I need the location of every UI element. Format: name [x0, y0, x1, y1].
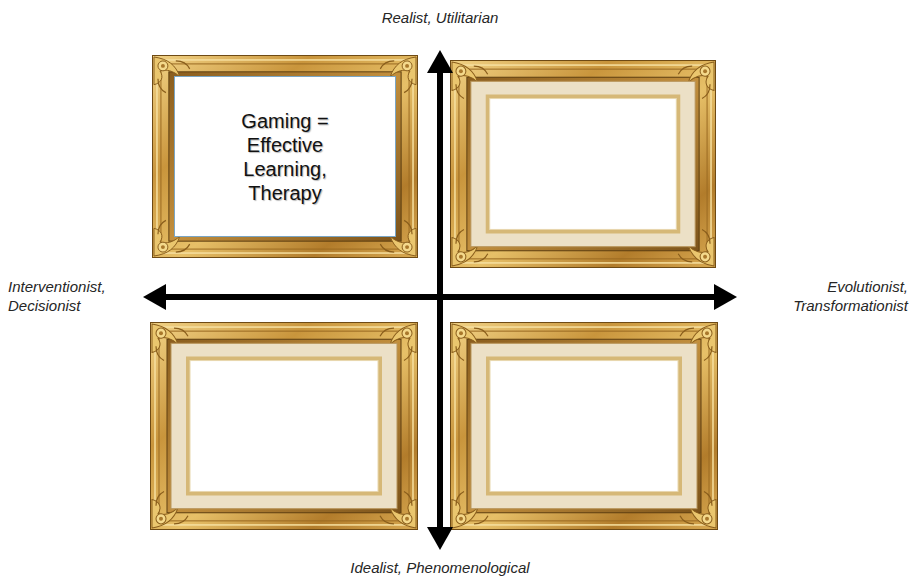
picture-frame-content: Gaming = Effective Learning, Therapy: [174, 76, 396, 237]
axis-label: Evolutionist, Transformationist: [776, 277, 908, 315]
gold-frame: [451, 323, 718, 530]
gold-frame: [450, 61, 715, 268]
axis-label: Idealist, Phenomenological: [338, 558, 542, 577]
gold-frame: [152, 55, 417, 257]
frame-caption: Gaming = Effective Learning, Therapy: [225, 109, 345, 205]
axis-label: Interventionist, Decisionist: [8, 277, 128, 315]
gold-frame: [151, 323, 418, 530]
axis-label: Realist, Utilitarian: [358, 8, 522, 27]
horizontal-axis: [143, 284, 737, 310]
